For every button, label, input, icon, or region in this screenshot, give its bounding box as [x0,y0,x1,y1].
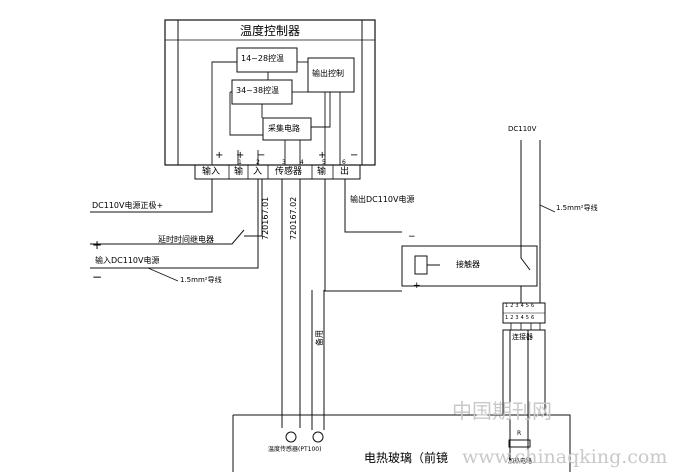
internal-wire [211,61,237,165]
heating-resistor [508,439,531,448]
sensor-wire-1-label: 720167.01 [261,196,270,240]
internal-wire [229,92,263,136]
dc-positive-wire [90,179,213,213]
polarity-minus-2: − [350,150,359,161]
terminal-number: 3 [282,159,286,166]
input-dc-wire [90,179,259,269]
heated-glass-panel [232,414,571,472]
output-return-wire [324,179,402,292]
output-dc-label: 输出DC110V电源 [350,195,415,204]
polarity-minus-1: − [257,150,266,161]
wire-size-right-label: 1.5mm²导线 [556,204,598,212]
terminal-strip [194,164,361,180]
input-dc-label: 输入DC110V电源 [95,256,160,265]
heated-glass-label: 电热玻璃（前镜 [364,451,449,465]
delay-relay-wire [90,179,263,245]
delay-relay-label: 延时时间继电器 [158,235,214,244]
input-dc-minus: − [92,270,103,284]
internal-wire [311,92,331,128]
spare-label: 备用 [315,330,324,346]
temperature-sensor-probe [285,431,297,443]
terminal-block-label: 连接器 [512,333,533,341]
range-14-28-block [236,47,298,73]
output-dc-wire [344,179,402,233]
dc-positive-label: DC110V电源正极+ [92,201,164,210]
wire-size-pointer-left [147,267,179,282]
acquisition-label: 采集电路 [268,124,300,133]
terminal-number: 6 [342,159,346,166]
delay-relay-plus: + [92,238,103,252]
terminal-number: 2 [256,159,260,166]
terminal-output-split-1: 输 [317,167,327,177]
acquisition-block [262,117,312,141]
range-14-28-label: 14~28控温 [241,54,285,63]
dc110v-top-label: DC110V [508,125,537,133]
terminal-block-top-numbers: 123456 [505,303,537,309]
contactor-switch [520,246,531,271]
contactor-label: 接触器 [456,260,480,269]
temperature-sensor-label: 温度传感器(PT100) [268,446,322,453]
terminal-number: 5 [322,159,326,166]
terminal-number: 4 [300,159,304,166]
watermark-logo: 中国期刊网 [452,399,552,423]
wire-size-left-label: 1.5mm²导线 [180,276,222,284]
sensor-wire-2-label: 720167.02 [289,196,298,240]
terminal-input-split-2: 入 [253,167,263,177]
terminal-output-split-2: 出 [340,167,350,177]
terminal-input-split-1: 输 [234,167,244,177]
contactor-coil [414,255,428,275]
polarity-plus-1: + [215,150,224,161]
watermark-url: www.chinaqking.com [462,446,668,468]
contactor-minus: − [408,232,416,242]
range-34-38-label: 34~38控温 [236,86,280,95]
terminal-sensor-label: 传感器 [275,167,303,177]
terminal-input-label: 输入 [202,167,221,177]
wire-size-pointer-right [539,204,556,213]
controller-title: 温度控制器 [240,24,301,38]
contactor-box [401,245,538,287]
temperature-sensor-probe [312,431,324,443]
contactor-plus: + [413,281,421,291]
heating-label: 加热电路 [508,458,533,465]
output-control-block [307,57,355,93]
heating-r-label: R [517,430,522,437]
output-control-label: 输出控制 [312,69,344,78]
polarity-plus-2: + [236,150,245,161]
polarity-plus-3: + [318,150,327,161]
terminal-number: 1 [238,159,242,166]
terminal-block-bottom-numbers: 123456 [505,315,537,321]
